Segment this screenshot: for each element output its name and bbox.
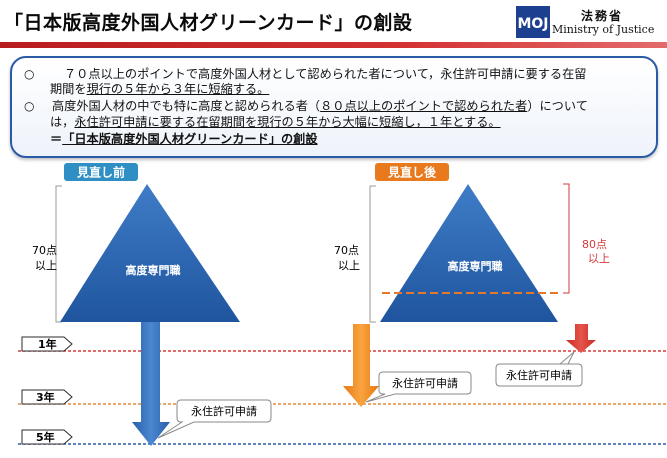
right-pyramid-label: 高度専門職 [448, 259, 503, 273]
left-pyramid: 高度専門職 [60, 184, 240, 322]
moj-logo-icon: MOJ [516, 6, 550, 38]
bullet2-line2: は，永住許可申請に要する在留期間を現行の５年から大幅に短縮し，１年とする。 [50, 115, 501, 130]
ministry-name-en: Ministry of Justice [552, 23, 655, 36]
bullet3-underlined: 「日本版高度外国人材グリーンカード」の創設 [62, 132, 318, 146]
bullet2-line1-end: て [575, 99, 588, 113]
header: 「日本版高度外国人材グリーンカード」の創設 MOJ 法務省 Ministry o… [0, 0, 667, 48]
logo-text: MOJ [517, 16, 548, 32]
bullet3-equals: ＝ [50, 132, 63, 146]
bullet1-line2: 期間を現行の５年から３年に短縮する。 [50, 82, 269, 97]
page-title: 「日本版高度外国人材グリーンカード」の創設 [4, 12, 413, 34]
left-bracket [55, 185, 62, 323]
year-3-label: 3年 [36, 390, 55, 404]
left-pyramid-label: 高度専門職 [126, 263, 181, 277]
callout-after-1yr: 永住許可申請 [495, 351, 583, 387]
ministry-name-jp: 法務省 [581, 9, 624, 23]
bullet2-line1-post: ）につい [527, 99, 576, 113]
right-70-sub: 以上 [338, 259, 360, 272]
bullet1-line1: ７０点以上のポイントで高度外国人材として認められた者について，永住許可申請に要す… [64, 67, 587, 81]
after-tag: 見直し後 [375, 163, 449, 181]
right-80-label: 80点 [582, 238, 607, 251]
year-1-label: 1年 [38, 337, 57, 351]
bullet2-line2-underlined: 永住許可申請に要する在留期間を現行の５年から大幅に短縮し，１年とする。 [74, 115, 501, 129]
callout-before: 永住許可申請 [157, 399, 272, 439]
year-row-1: 1年 [18, 336, 667, 352]
callout-after-1yr-text: 永住許可申請 [506, 368, 572, 382]
right-pyramid: 高度専門職 [380, 184, 558, 322]
blue-arrow [132, 322, 170, 446]
year-row-3: 3年 [18, 389, 667, 405]
title-underline [0, 42, 667, 48]
bullet2-line1-underlined: ８０点以上のポイントで認められた者 [320, 99, 528, 113]
right-bracket-80 [563, 183, 570, 294]
bullet-mark: ○ [24, 99, 35, 113]
comparison-diagram: 見直し前 見直し後 70点 以上 70点 以上 80点 以上 高度専門職 高度専… [18, 163, 667, 446]
bullet3-line: ＝「日本版高度外国人材グリーンカード」の創設 [50, 132, 318, 147]
summary-panel: ○ ７０点以上のポイントで高度外国人材として認められた者について，永住許可申請に… [10, 56, 658, 158]
left-70-label: 70点 [32, 244, 57, 257]
right-70-label: 70点 [334, 244, 359, 257]
year-5-label: 5年 [36, 430, 55, 444]
callout-before-text: 永住許可申請 [191, 404, 257, 418]
bullet-mark: ○ [24, 67, 35, 81]
red-arrow [566, 324, 596, 353]
bullet1-line2-pre: 期間を [50, 82, 87, 96]
before-label: 見直し前 [76, 165, 125, 180]
right-bracket-70 [369, 185, 376, 323]
bullet2-line2-pre: は， [50, 115, 75, 129]
callout-after-3yr-text: 永住許可申請 [392, 376, 458, 390]
left-70-sub: 以上 [35, 259, 57, 272]
before-tag: 見直し前 [64, 163, 138, 181]
year-row-5: 5年 [18, 429, 667, 445]
right-80-sub: 以上 [588, 252, 610, 265]
bullet2-line1-pre: 高度外国人材の中でも特に高度と認められる者（ [52, 99, 321, 113]
bullet2-line1: 高度外国人材の中でも特に高度と認められる者（８０点以上のポイントで認められた者）… [52, 99, 588, 114]
bullet1-line2-underlined: 現行の５年から３年に短縮する。 [86, 82, 270, 96]
orange-arrow [343, 324, 379, 407]
callout-after-3yr: 永住許可申請 [365, 371, 472, 403]
after-label: 見直し後 [387, 165, 437, 180]
